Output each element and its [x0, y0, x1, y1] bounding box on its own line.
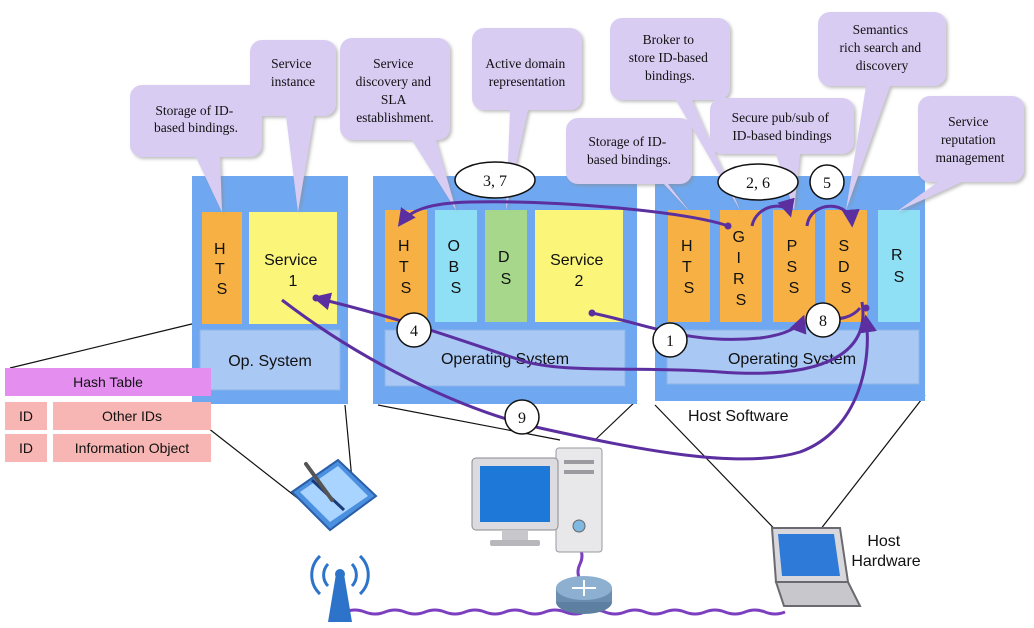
arrow-origin-dot-service2 [588, 309, 596, 317]
host3-rs-label: R S [891, 247, 907, 286]
callout-storage-left [130, 85, 262, 212]
host3-sds-label: S D S [838, 238, 854, 297]
callout-service-instance-text: Service instance [271, 56, 315, 89]
host-software-label: Host Software [688, 408, 789, 425]
step-bubble-3-7 [454, 161, 536, 199]
router-icon [556, 576, 612, 614]
host2-service-box [535, 210, 623, 322]
svg-text:2, 6: 2, 6 [746, 175, 770, 192]
network-link [344, 608, 786, 616]
host2-obs-box [435, 210, 477, 322]
arrow-step-5 [805, 204, 860, 228]
host1-service-label: Service 1 [264, 252, 322, 290]
step-bubble-4 [396, 312, 432, 348]
wireless-antenna-icon [310, 554, 370, 622]
hash-table-row2-value [53, 434, 211, 462]
callout-active-domain-text: Active domain representation [485, 56, 568, 89]
svg-text:4: 4 [410, 323, 418, 340]
callout-secure-pubsub [710, 98, 854, 210]
host-hardware-label: Host Hardware [851, 533, 920, 570]
hash-table-title-cell [5, 368, 211, 396]
step-bubbles: 1 2, 6 3, 7 4 5 8 9 [396, 161, 845, 435]
laptop-icon [770, 527, 862, 607]
callout-semantics [818, 12, 946, 210]
host2-service-label: Service 2 [550, 252, 608, 290]
host2-hts-label: H T S [398, 238, 414, 297]
svg-text:1: 1 [666, 333, 674, 350]
callout-reputation-text: Service reputation management [936, 114, 1005, 165]
step-bubble-8 [805, 302, 841, 338]
host3-hts-label: H T S [681, 238, 697, 297]
hardware-connector-lines [9, 321, 926, 546]
callouts [130, 12, 1024, 212]
callout-service-instance [250, 40, 336, 212]
step-bubble-9 [504, 399, 540, 435]
flow-arrows [281, 197, 877, 461]
host2-ds-box [485, 210, 527, 322]
arrow-origin-dot-sds [862, 304, 870, 312]
arrow-step-9 [281, 298, 877, 461]
svg-text:ID: ID [19, 440, 33, 456]
svg-text:Hash Table: Hash Table [73, 374, 143, 390]
host1-os-box [199, 329, 341, 391]
arrow-step-1 [591, 311, 807, 341]
svg-text:Other IDs: Other IDs [102, 408, 162, 424]
svg-text:8: 8 [819, 313, 827, 330]
hash-table-row1-value [53, 402, 211, 430]
hash-table-row2-key [5, 434, 47, 462]
step-bubble-1 [652, 322, 688, 358]
callout-storage-right [566, 118, 692, 212]
host3-girs-label: G I R S [733, 229, 750, 309]
callout-storage-right-text: Storage of ID- based bindings. [587, 134, 671, 167]
host1-os-label: Op. System [228, 353, 312, 370]
hash-table-row1-key [5, 402, 47, 430]
host3-sds-box [825, 210, 867, 322]
desktop-computer-icon [471, 447, 603, 553]
hash-table: Hash Table ID Other IDs ID Information O… [5, 368, 211, 462]
callout-texts: Storage of ID- based bindings. Service i… [154, 22, 1005, 167]
host1-hts-label: H T S [214, 241, 230, 298]
tablet-icon [290, 458, 378, 532]
step-bubble-5 [809, 164, 845, 200]
callout-secure-pubsub-text: Secure pub/sub of ID-based bindings [732, 110, 833, 143]
host3-rs-box [878, 210, 920, 322]
host3-hts-box [668, 210, 710, 322]
callout-reputation [896, 96, 1024, 212]
svg-text:3, 7: 3, 7 [483, 173, 507, 190]
callout-semantics-text: Semantics rich search and discovery [839, 22, 924, 73]
host1-hts-box [202, 212, 242, 324]
svg-text:9: 9 [518, 410, 526, 427]
host-2: Operating System H T S O B S D S Service… [373, 176, 637, 404]
host3-pss-box [773, 210, 815, 322]
host-3: Operating System H T S G I R S P S S S D… [655, 176, 925, 401]
host3-pss-label: P S S [786, 238, 801, 297]
callout-service-discovery-text: Service discovery and SLA establishment. [356, 56, 435, 125]
callout-storage-left-text: Storage of ID- based bindings. [154, 103, 238, 135]
host2-ds-label: D S [498, 249, 514, 288]
callout-broker-text: Broker to store ID-based bindings. [629, 32, 711, 83]
arrow-step-3-7 [397, 200, 729, 228]
host-1: Op. System H T S Service 1 [192, 176, 348, 404]
host2-obs-label: O B S [448, 238, 465, 297]
arrow-origin-dot-service1 [312, 294, 320, 302]
step-bubble-2-6 [717, 163, 799, 201]
host2-hts-box [385, 210, 427, 322]
arrow-step-2-6 [750, 197, 795, 227]
svg-text:Information Object: Information Object [75, 440, 189, 456]
host3-os-label: Operating System [728, 351, 856, 368]
svg-text:ID: ID [19, 408, 33, 424]
callout-active-domain [472, 28, 582, 210]
svg-text:5: 5 [823, 175, 831, 192]
callout-broker [610, 18, 740, 210]
arrow-origin-dot-girs [724, 222, 732, 230]
callout-service-discovery [340, 38, 456, 210]
